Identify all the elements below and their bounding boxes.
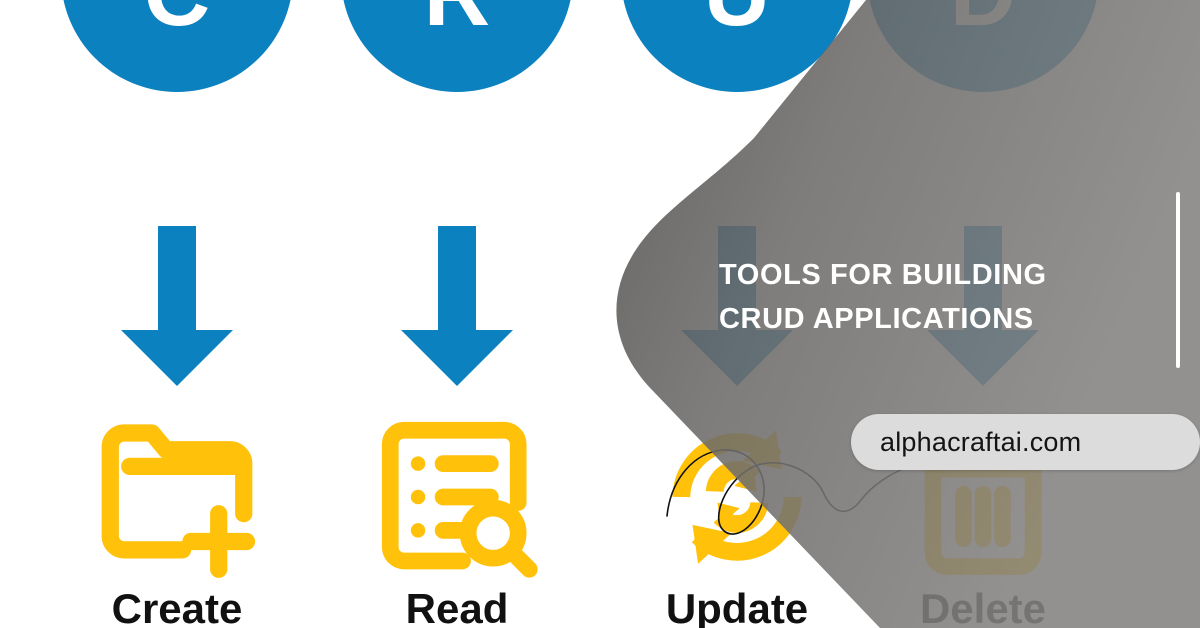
caption-create: Create: [111, 585, 243, 628]
document-list-search-icon: [368, 408, 546, 591]
down-arrow-update: [681, 226, 793, 391]
letter-badge-u-text: U: [704, 0, 770, 92]
letter-badge-c: C: [61, 0, 293, 92]
crud-step-update: U: [617, 0, 857, 628]
caption-delete: Delete: [919, 585, 1047, 628]
down-arrow-delete: [927, 226, 1039, 391]
down-arrow-create: [121, 226, 233, 391]
letter-badge-u: U: [621, 0, 853, 92]
letter-badge-d: D: [867, 0, 1099, 92]
crud-step-delete: D Delete: [863, 0, 1103, 628]
letter-badge-r: R: [341, 0, 573, 92]
letter-badge-d-text: D: [950, 0, 1016, 92]
trash-can-icon: [894, 408, 1072, 591]
crud-step-create: C Create: [57, 0, 297, 628]
folder-plus-icon: [88, 408, 266, 591]
down-arrow-read: [401, 226, 513, 391]
caption-read: Read: [405, 585, 509, 628]
letter-badge-r-text: R: [424, 0, 490, 92]
crud-step-read: R: [337, 0, 577, 628]
refresh-sync-icon: [648, 408, 826, 591]
letter-badge-c-text: C: [144, 0, 210, 92]
caption-update: Update: [665, 585, 809, 628]
